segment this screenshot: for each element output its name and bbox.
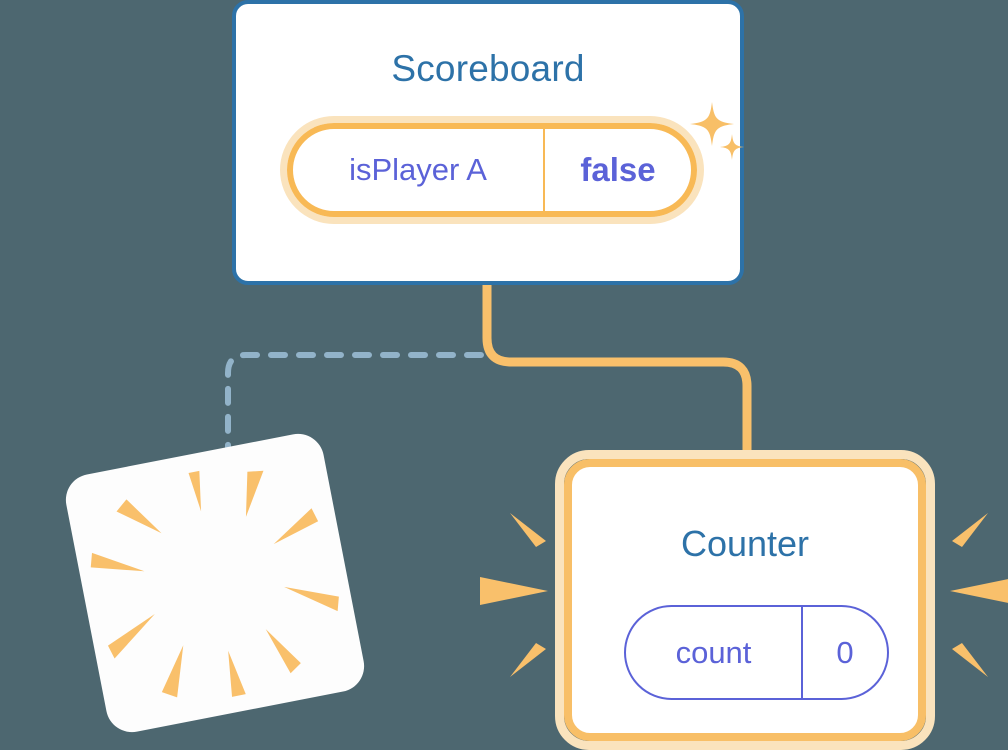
scoreboard-state-pill[interactable]: isPlayer A false [280,116,704,224]
counter-card-inner: Counter count 0 [564,459,926,741]
sparkle-small-icon [720,134,744,160]
counter-rays-left-icon [480,513,548,677]
connector-solid-line [482,285,752,455]
burst-rays-icon [90,470,339,698]
counter-pill-key: count [675,634,752,670]
counter-title: Counter [680,523,810,564]
scoreboard-pill-divider [543,129,545,211]
scoreboard-pill-value: false [580,151,656,188]
scoreboard-title: Scoreboard [391,48,585,89]
counter-rays-right-icon [950,513,1008,677]
counter-pill-value: 0 [836,634,854,670]
scoreboard-card[interactable]: Scoreboard isPlayer A false [232,0,744,285]
tilted-card[interactable] [61,429,369,737]
counter-card[interactable]: Counter count 0 [555,450,935,750]
scoreboard-pill-inner: isPlayer A false [287,123,697,217]
counter-state-pill[interactable]: count 0 [624,605,889,700]
sparkle-large-icon [690,102,734,146]
counter-pill-divider [801,607,803,698]
scoreboard-pill-key: isPlayer A [349,152,487,187]
